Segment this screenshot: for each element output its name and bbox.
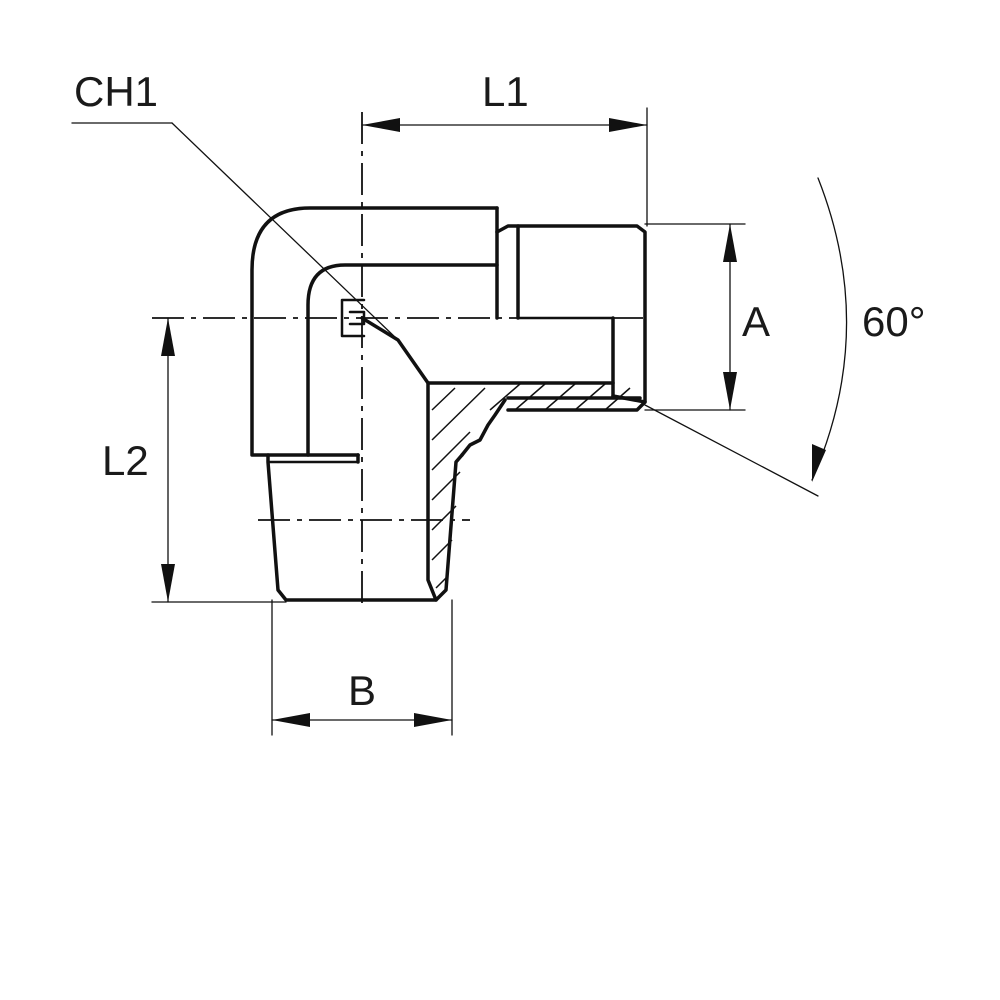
b-label: B [348,667,376,714]
dimension-angle [811,177,848,482]
elbow-body [250,206,499,457]
l2-label: L2 [102,437,149,484]
dimension-b [271,713,453,727]
a-label: A [742,298,770,345]
extension-lines [151,107,819,736]
dimension-a [723,223,737,411]
section-cut [360,316,642,602]
ch1-label: CH1 [74,68,158,115]
dimension-l2 [161,317,175,603]
l1-label: L1 [482,68,529,115]
vertical-thread-end [266,453,464,602]
ch1-leader [71,122,399,341]
angle-label: 60° [862,298,926,345]
centerlines [152,112,648,610]
dimension-l1 [361,118,648,132]
